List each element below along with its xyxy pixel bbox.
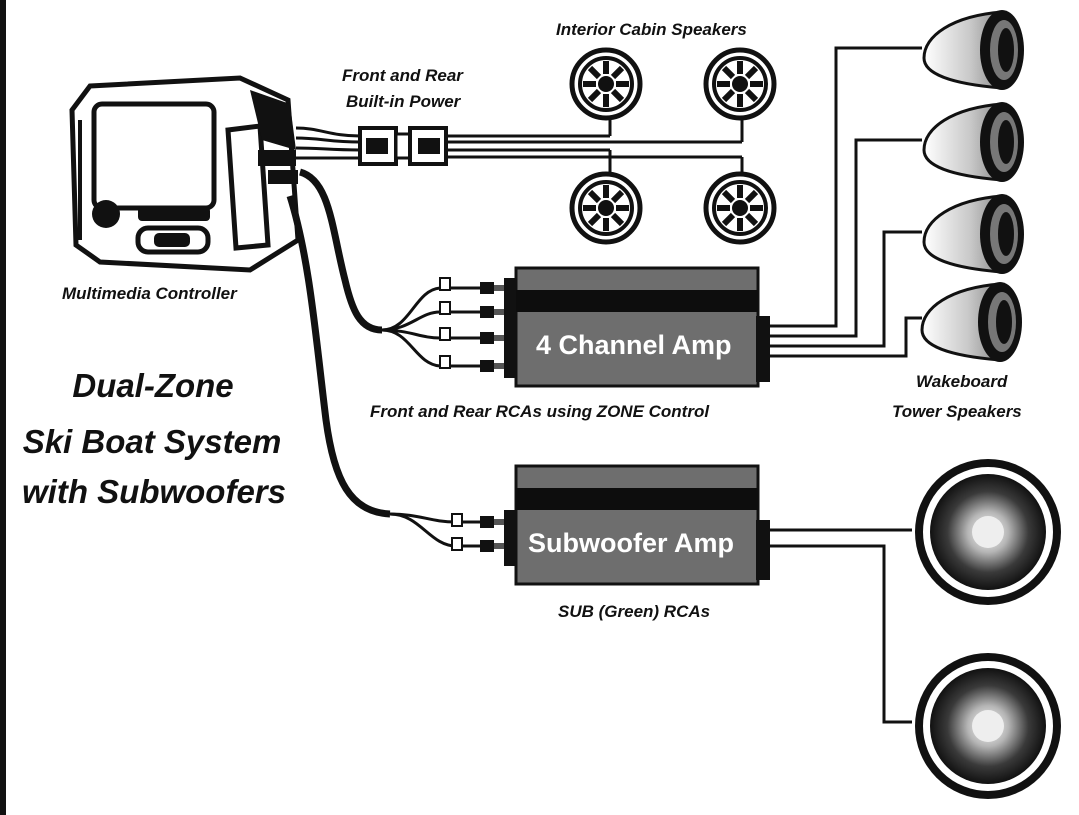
power-label-line2: Built-in Power: [346, 92, 461, 111]
sub-rca-cable: [286, 194, 480, 548]
power-harness: [295, 126, 361, 160]
cabin-speaker-rear-right: [706, 174, 774, 242]
title-line1: Dual-Zone: [72, 367, 234, 404]
cabin-speaker-rear-left: [572, 174, 640, 242]
tower-speaker-1: [922, 8, 1026, 92]
subwoofer-2: [914, 652, 1062, 800]
tower-speaker-wires: [770, 46, 922, 358]
power-label-line1: Front and Rear: [342, 66, 463, 85]
four-channel-amp-label: 4 Channel Amp: [536, 330, 732, 360]
subwoofer-1: [914, 458, 1062, 606]
cabin-wires: [446, 120, 744, 172]
four-channel-amp-body: [504, 266, 770, 388]
left-border: [0, 0, 6, 815]
tower-speaker-2: [922, 100, 1026, 184]
rca-plug-2: [480, 306, 504, 318]
rca-plug-4: [480, 360, 504, 372]
subwoofer-amp-label: Subwoofer Amp: [528, 528, 734, 558]
zone-rca-tags: [439, 277, 451, 369]
subwoofer-amp-body: [504, 464, 770, 586]
sub-rca-plug-1: [480, 516, 504, 528]
sub-rca-tags: [451, 513, 463, 551]
cabin-speaker-front-left: [572, 50, 640, 118]
sub-rcas-label: SUB (Green) RCAs: [558, 602, 711, 621]
cabin-speaker-front-right: [706, 50, 774, 118]
zone-rca-cable: [298, 168, 480, 368]
power-connector: [358, 126, 448, 166]
zone-rcas-label: Front and Rear RCAs using ZONE Control: [370, 402, 710, 421]
title-line2: Ski Boat System: [22, 423, 282, 460]
tower-label-line1: Wakeboard: [916, 372, 1008, 391]
controller-label: Multimedia Controller: [62, 284, 237, 303]
sub-rca-plug-2: [480, 540, 504, 552]
tower-speaker-3: [922, 192, 1026, 276]
rca-plug-3: [480, 332, 504, 344]
multimedia-controller: [69, 75, 301, 273]
rca-plug-1: [480, 282, 504, 294]
cabin-speakers-label: Interior Cabin Speakers: [556, 20, 747, 39]
subwoofer-wires: [770, 528, 912, 724]
title-line3: with Subwoofers: [22, 473, 286, 510]
tower-label-line2: Tower Speakers: [892, 402, 1022, 421]
tower-speaker-4: [920, 280, 1024, 364]
